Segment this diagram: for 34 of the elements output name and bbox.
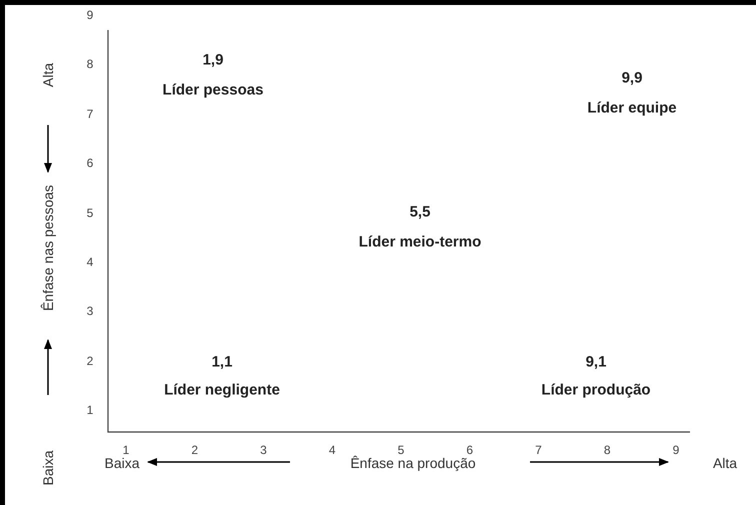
tick-label: 4 xyxy=(86,255,94,269)
tick-label: 3 xyxy=(260,443,267,457)
tick-label: 9 xyxy=(672,443,680,457)
tick-label: 9 xyxy=(86,8,94,22)
tick-label: 6 xyxy=(86,156,94,170)
style-label: Líder meio-termo xyxy=(358,234,482,250)
style-label: Líder pessoas xyxy=(162,82,264,98)
style-label: Líder negligente xyxy=(164,382,280,398)
tick-label: 3 xyxy=(86,304,94,318)
style-label: Líder produção xyxy=(541,382,651,398)
axis-title: Ênfase na produção xyxy=(350,455,476,471)
tick-label: 1 xyxy=(86,403,94,418)
axis-end-label: Alta xyxy=(712,455,738,471)
tick-label: 2 xyxy=(191,443,198,457)
tick-label: 5 xyxy=(398,443,404,457)
tick-label: 8 xyxy=(604,443,611,457)
tick-label: 5 xyxy=(86,206,94,220)
axis-end-label: Baixa xyxy=(104,455,140,471)
tick-label: 1 xyxy=(122,443,130,457)
grid-coordinate: 9,9 xyxy=(622,70,642,86)
tick-label: 7 xyxy=(86,106,94,121)
grid-coordinate: 9,1 xyxy=(586,354,606,370)
grid-coordinate: 1,9 xyxy=(202,52,224,68)
axis-end-label: Alta xyxy=(40,62,56,88)
tick-label: 4 xyxy=(328,443,336,457)
tick-label: 7 xyxy=(535,443,542,457)
grid-coordinate: 1,1 xyxy=(212,354,232,370)
tick-label: 8 xyxy=(86,57,94,72)
style-label: Líder equipe xyxy=(587,100,677,116)
tick-label: 6 xyxy=(466,443,474,457)
grid-coordinate: 5,5 xyxy=(410,204,430,220)
tick-label: 2 xyxy=(86,354,94,368)
axis-title: Ênfase nas pessoas xyxy=(40,184,56,312)
axis-end-label: Baixa xyxy=(40,450,56,486)
